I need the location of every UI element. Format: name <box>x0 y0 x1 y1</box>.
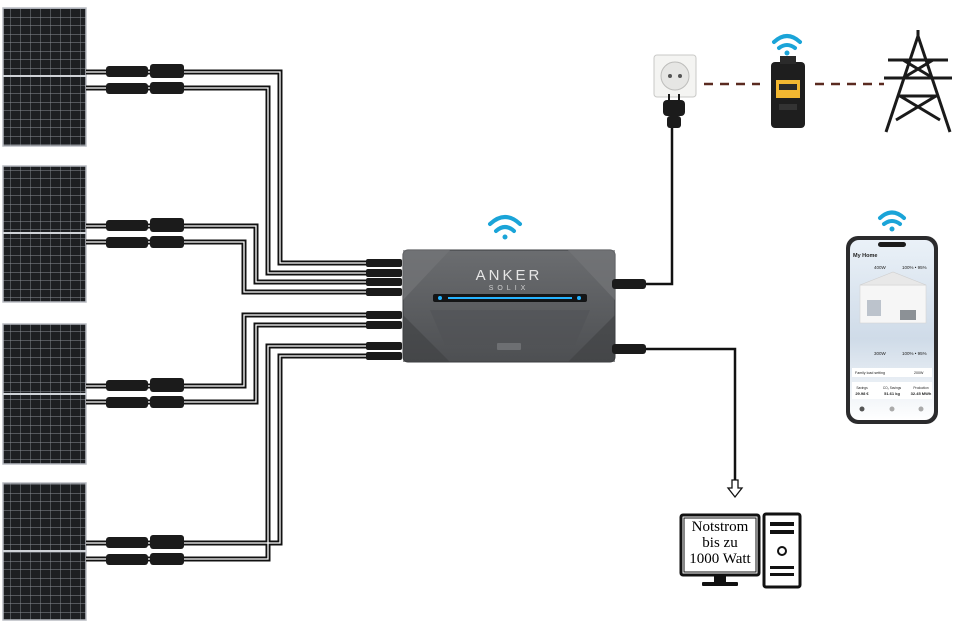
mc4-connector-icon <box>106 64 184 78</box>
backup-note-line-3: 1000 Watt <box>689 551 751 567</box>
wifi-icon <box>488 215 522 240</box>
mc4-connector-icon <box>106 82 184 94</box>
sub-brand-name: SOLIX <box>489 285 530 292</box>
app-savings-value-1: 29.98 € <box>855 391 869 396</box>
down-arrow-icon <box>726 479 744 499</box>
smart-meter-icon <box>771 56 805 128</box>
app-savings-label-3: Production <box>913 386 928 390</box>
mc4-connector-icon <box>106 378 184 392</box>
app-savings-value-3: 32.45 MWh <box>911 391 932 396</box>
mc4-connectors-inverter <box>366 259 402 360</box>
wifi-icon <box>772 34 802 56</box>
brand-name: ANKER <box>476 267 543 284</box>
app-savings-label-2: CO₂ Savings <box>883 386 902 390</box>
app-savings-label-1: Savings <box>856 386 868 390</box>
mc4-connector-icon <box>106 396 184 408</box>
app-header: My Home <box>853 253 877 259</box>
wifi-icon <box>878 210 906 232</box>
monitor-icon: Notstrom bis zu 1000 Watt <box>679 513 761 586</box>
backup-note-line-1: Notstrom <box>692 519 749 535</box>
app-load-value: 200W <box>914 371 924 375</box>
ac-out-cable <box>640 125 737 480</box>
anker-solix-unit: ANKER SOLIX <box>402 249 616 363</box>
solar-panel-1 <box>2 7 87 147</box>
wall-socket-icon <box>653 54 697 98</box>
app-load-label: Family load setting <box>855 371 885 375</box>
app-stat-mid-right: 100% • 95% <box>902 351 927 356</box>
solar-panel-2 <box>2 165 87 303</box>
solar-panel-3 <box>2 323 87 465</box>
backup-note-line-2: bis zu <box>702 535 738 551</box>
mc4-connectors-panels <box>106 64 184 565</box>
pc-tower-icon <box>762 512 802 589</box>
mc4-connector-icon <box>106 535 184 549</box>
app-savings-value-2: 51.61 kg <box>884 391 900 396</box>
mc4-connector-icon <box>106 218 184 232</box>
power-tower-icon <box>884 30 952 133</box>
app-stat-mid-left: 300W <box>874 351 887 356</box>
app-stat-top-left: 400W <box>874 265 887 270</box>
led-strip <box>448 297 572 299</box>
smartphone-icon: My Home 400W 100% • 95% 300W 100% • 95% … <box>846 236 938 424</box>
app-stat-top-right: 100% • 95% <box>902 265 927 270</box>
mc4-connector-icon <box>106 236 184 248</box>
plug-icon <box>663 94 685 128</box>
mc4-connector-icon <box>106 553 184 565</box>
dc-cables <box>86 69 368 562</box>
plug-icon <box>612 279 646 354</box>
solar-panel-4 <box>2 482 87 621</box>
